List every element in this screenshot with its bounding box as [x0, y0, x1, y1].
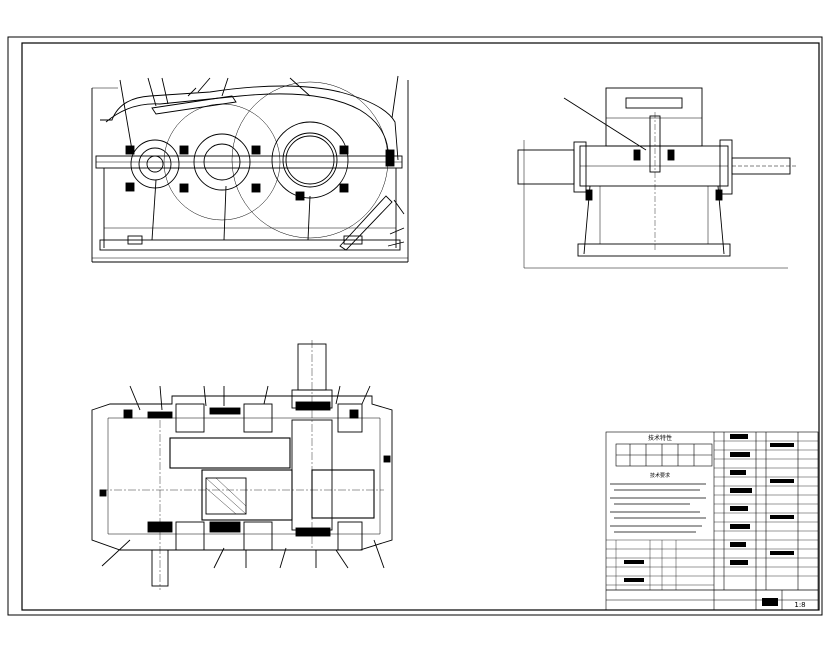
- front-view-gearbox: [91, 75, 409, 263]
- outer-border: [7, 36, 823, 616]
- scale-label: 1:8: [794, 601, 805, 609]
- top-section-view-gearbox: [91, 340, 393, 590]
- tech-requirements-title: 技术要求: [650, 472, 670, 479]
- side-view-gearbox: [517, 87, 796, 269]
- inner-border: [21, 42, 820, 611]
- technical-characteristics-table: 技术特性 技术要求: [610, 434, 713, 533]
- title-block: 1:8: [605, 431, 819, 611]
- tech-table-title: 技术特性: [648, 434, 672, 442]
